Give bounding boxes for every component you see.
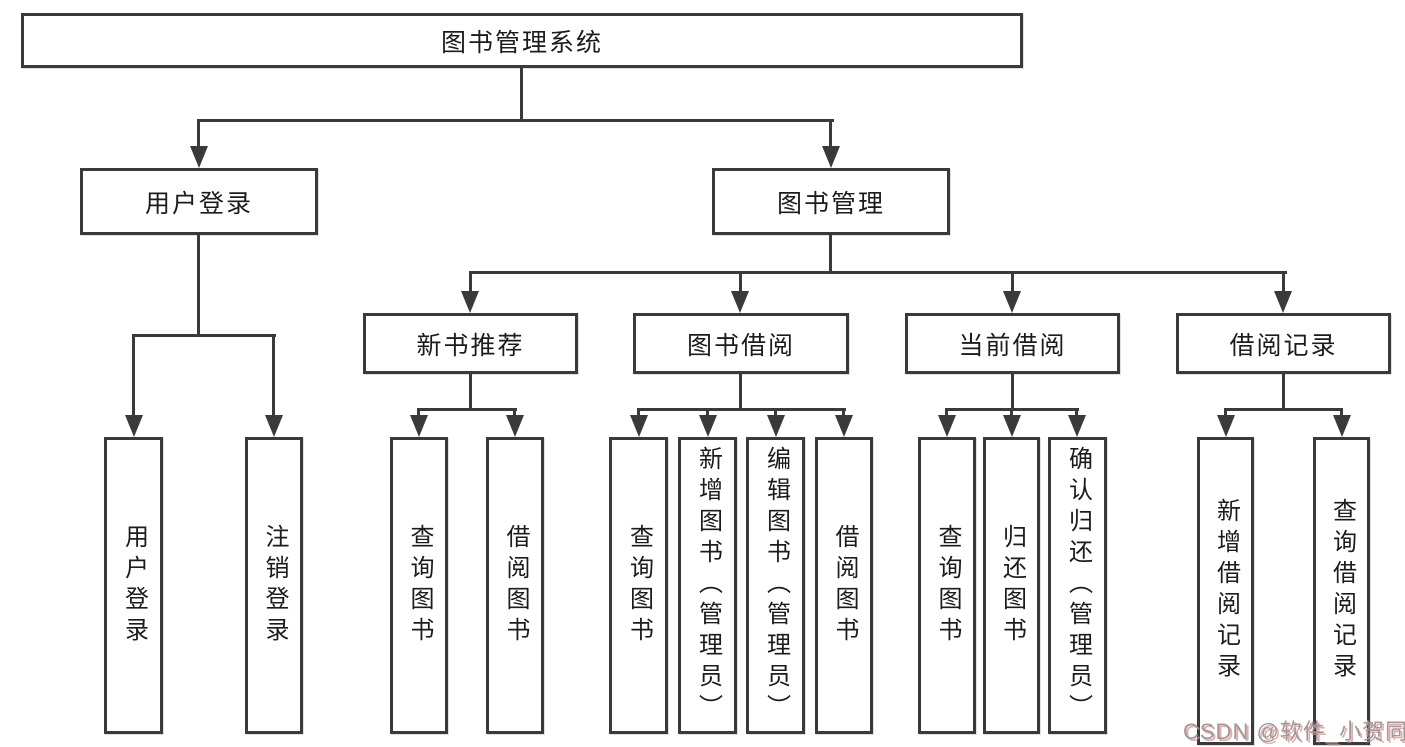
connector-records-stem	[1282, 374, 1285, 410]
connector-current-drop-3	[1075, 408, 1078, 420]
arrow-down-icon	[1068, 415, 1086, 437]
connector-mgmt-rail	[469, 271, 1287, 274]
leaf-logout: 注销登录	[245, 437, 303, 734]
arrow-down-icon	[1003, 291, 1021, 313]
leaf-current-query-books-label: 查询图书	[934, 523, 961, 648]
connector-root-drop-left	[197, 119, 200, 151]
node-book-management: 图书管理	[712, 168, 950, 235]
leaf-add-borrow-record-label: 新增借阅记录	[1212, 498, 1240, 684]
node-user-login-label: 用户登录	[144, 189, 253, 218]
arrow-down-icon	[699, 415, 717, 437]
arrow-down-icon	[822, 146, 840, 168]
leaf-recommend-borrow-books-label: 借阅图书	[502, 523, 529, 648]
connector-login-drop-2	[272, 334, 275, 420]
node-book-borrowing-label: 图书借阅	[686, 331, 795, 360]
leaf-current-query-books: 查询图书	[918, 437, 976, 734]
arrow-down-icon	[1274, 291, 1292, 313]
leaf-logout-label: 注销登录	[261, 523, 288, 648]
leaf-add-books-admin-label: 新增图书（管理员）	[694, 446, 722, 725]
arrow-down-icon	[938, 415, 956, 437]
leaf-borrow-query-books: 查询图书	[609, 437, 668, 734]
connector-borrowing-drop-2	[706, 408, 709, 420]
leaf-borrow-query-books-label: 查询图书	[625, 523, 653, 648]
connector-mgmt-drop-1	[469, 271, 472, 295]
watermark: CSDN @软件_小贺同学	[1183, 719, 1405, 744]
leaf-borrow-books: 借阅图书	[815, 437, 873, 734]
node-borrowing-records-label: 借阅记录	[1229, 331, 1338, 360]
arrow-down-icon	[461, 291, 479, 313]
connector-mgmt-drop-2	[739, 271, 742, 295]
connector-login-drop-1	[132, 334, 135, 420]
leaf-recommend-borrow-books: 借阅图书	[486, 437, 544, 734]
leaf-query-borrow-record-label: 查询借阅记录	[1328, 498, 1356, 684]
node-borrowing-records: 借阅记录	[1176, 313, 1391, 374]
arrow-down-icon	[835, 415, 853, 437]
arrow-down-icon	[1003, 415, 1021, 437]
node-new-book-recommend-label: 新书推荐	[416, 331, 525, 360]
connector-current-stem	[1011, 374, 1014, 410]
connector-records-drop-2	[1340, 408, 1343, 420]
connector-mgmt-drop-3	[1011, 271, 1014, 295]
leaf-recommend-query-books: 查询图书	[390, 437, 448, 734]
leaf-add-borrow-record: 新增借阅记录	[1197, 437, 1254, 745]
leaf-query-borrow-record: 查询借阅记录	[1313, 437, 1370, 745]
leaf-return-books: 归还图书	[983, 437, 1040, 734]
node-new-book-recommend: 新书推荐	[363, 313, 578, 374]
connector-borrowing-drop-3	[774, 408, 777, 420]
arrow-down-icon	[125, 415, 143, 437]
node-root: 图书管理系统	[21, 13, 1023, 68]
connector-login-rail	[132, 334, 276, 337]
connector-root-rail	[197, 119, 834, 122]
connector-recommend-drop-2	[513, 408, 516, 420]
connector-recommend-stem	[469, 374, 472, 410]
leaf-edit-books-admin: 编辑图书（管理员）	[746, 437, 805, 734]
connector-root-drop-right	[829, 119, 832, 151]
arrow-down-icon	[767, 415, 785, 437]
leaf-confirm-return-admin-label: 确认归还（管理员）	[1064, 446, 1092, 725]
connector-borrowing-drop-1	[637, 408, 640, 420]
connector-mgmt-stem	[829, 235, 832, 274]
connector-current-drop-2	[1010, 408, 1013, 420]
connector-mgmt-drop-4	[1282, 271, 1285, 295]
connector-records-drop-1	[1224, 408, 1227, 420]
leaf-recommend-query-books-label: 查询图书	[406, 523, 433, 648]
node-book-borrowing: 图书借阅	[633, 313, 849, 374]
arrow-down-icon	[1333, 415, 1351, 437]
leaf-borrow-books-label: 借阅图书	[831, 523, 858, 648]
node-root-label: 图书管理系统	[440, 28, 603, 57]
arrow-down-icon	[410, 415, 428, 437]
connector-records-rail	[1224, 408, 1343, 411]
leaf-return-books-label: 归还图书	[998, 523, 1026, 648]
arrow-down-icon	[1217, 415, 1235, 437]
leaf-user-login: 用户登录	[104, 437, 163, 734]
arrow-down-icon	[506, 415, 524, 437]
connector-borrowing-drop-4	[842, 408, 845, 420]
node-current-borrowing: 当前借阅	[905, 313, 1120, 374]
node-user-login: 用户登录	[80, 168, 318, 235]
connector-current-drop-1	[945, 408, 948, 420]
connector-recommend-rail	[417, 408, 517, 411]
node-book-management-label: 图书管理	[776, 189, 885, 218]
leaf-confirm-return-admin: 确认归还（管理员）	[1048, 437, 1107, 734]
connector-recommend-drop-1	[417, 408, 420, 420]
connector-borrowing-rail	[637, 408, 846, 411]
leaf-user-login-label: 用户登录	[120, 523, 148, 648]
arrow-down-icon	[190, 146, 208, 168]
connector-borrowing-stem	[739, 374, 742, 410]
leaf-edit-books-admin-label: 编辑图书（管理员）	[762, 446, 790, 725]
arrow-down-icon	[731, 291, 749, 313]
arrow-down-icon	[265, 415, 283, 437]
connector-login-stem	[197, 235, 200, 336]
leaf-add-books-admin: 新增图书（管理员）	[678, 437, 737, 734]
arrow-down-icon	[630, 415, 648, 437]
node-current-borrowing-label: 当前借阅	[958, 331, 1067, 360]
connector-root-stem	[520, 67, 523, 121]
